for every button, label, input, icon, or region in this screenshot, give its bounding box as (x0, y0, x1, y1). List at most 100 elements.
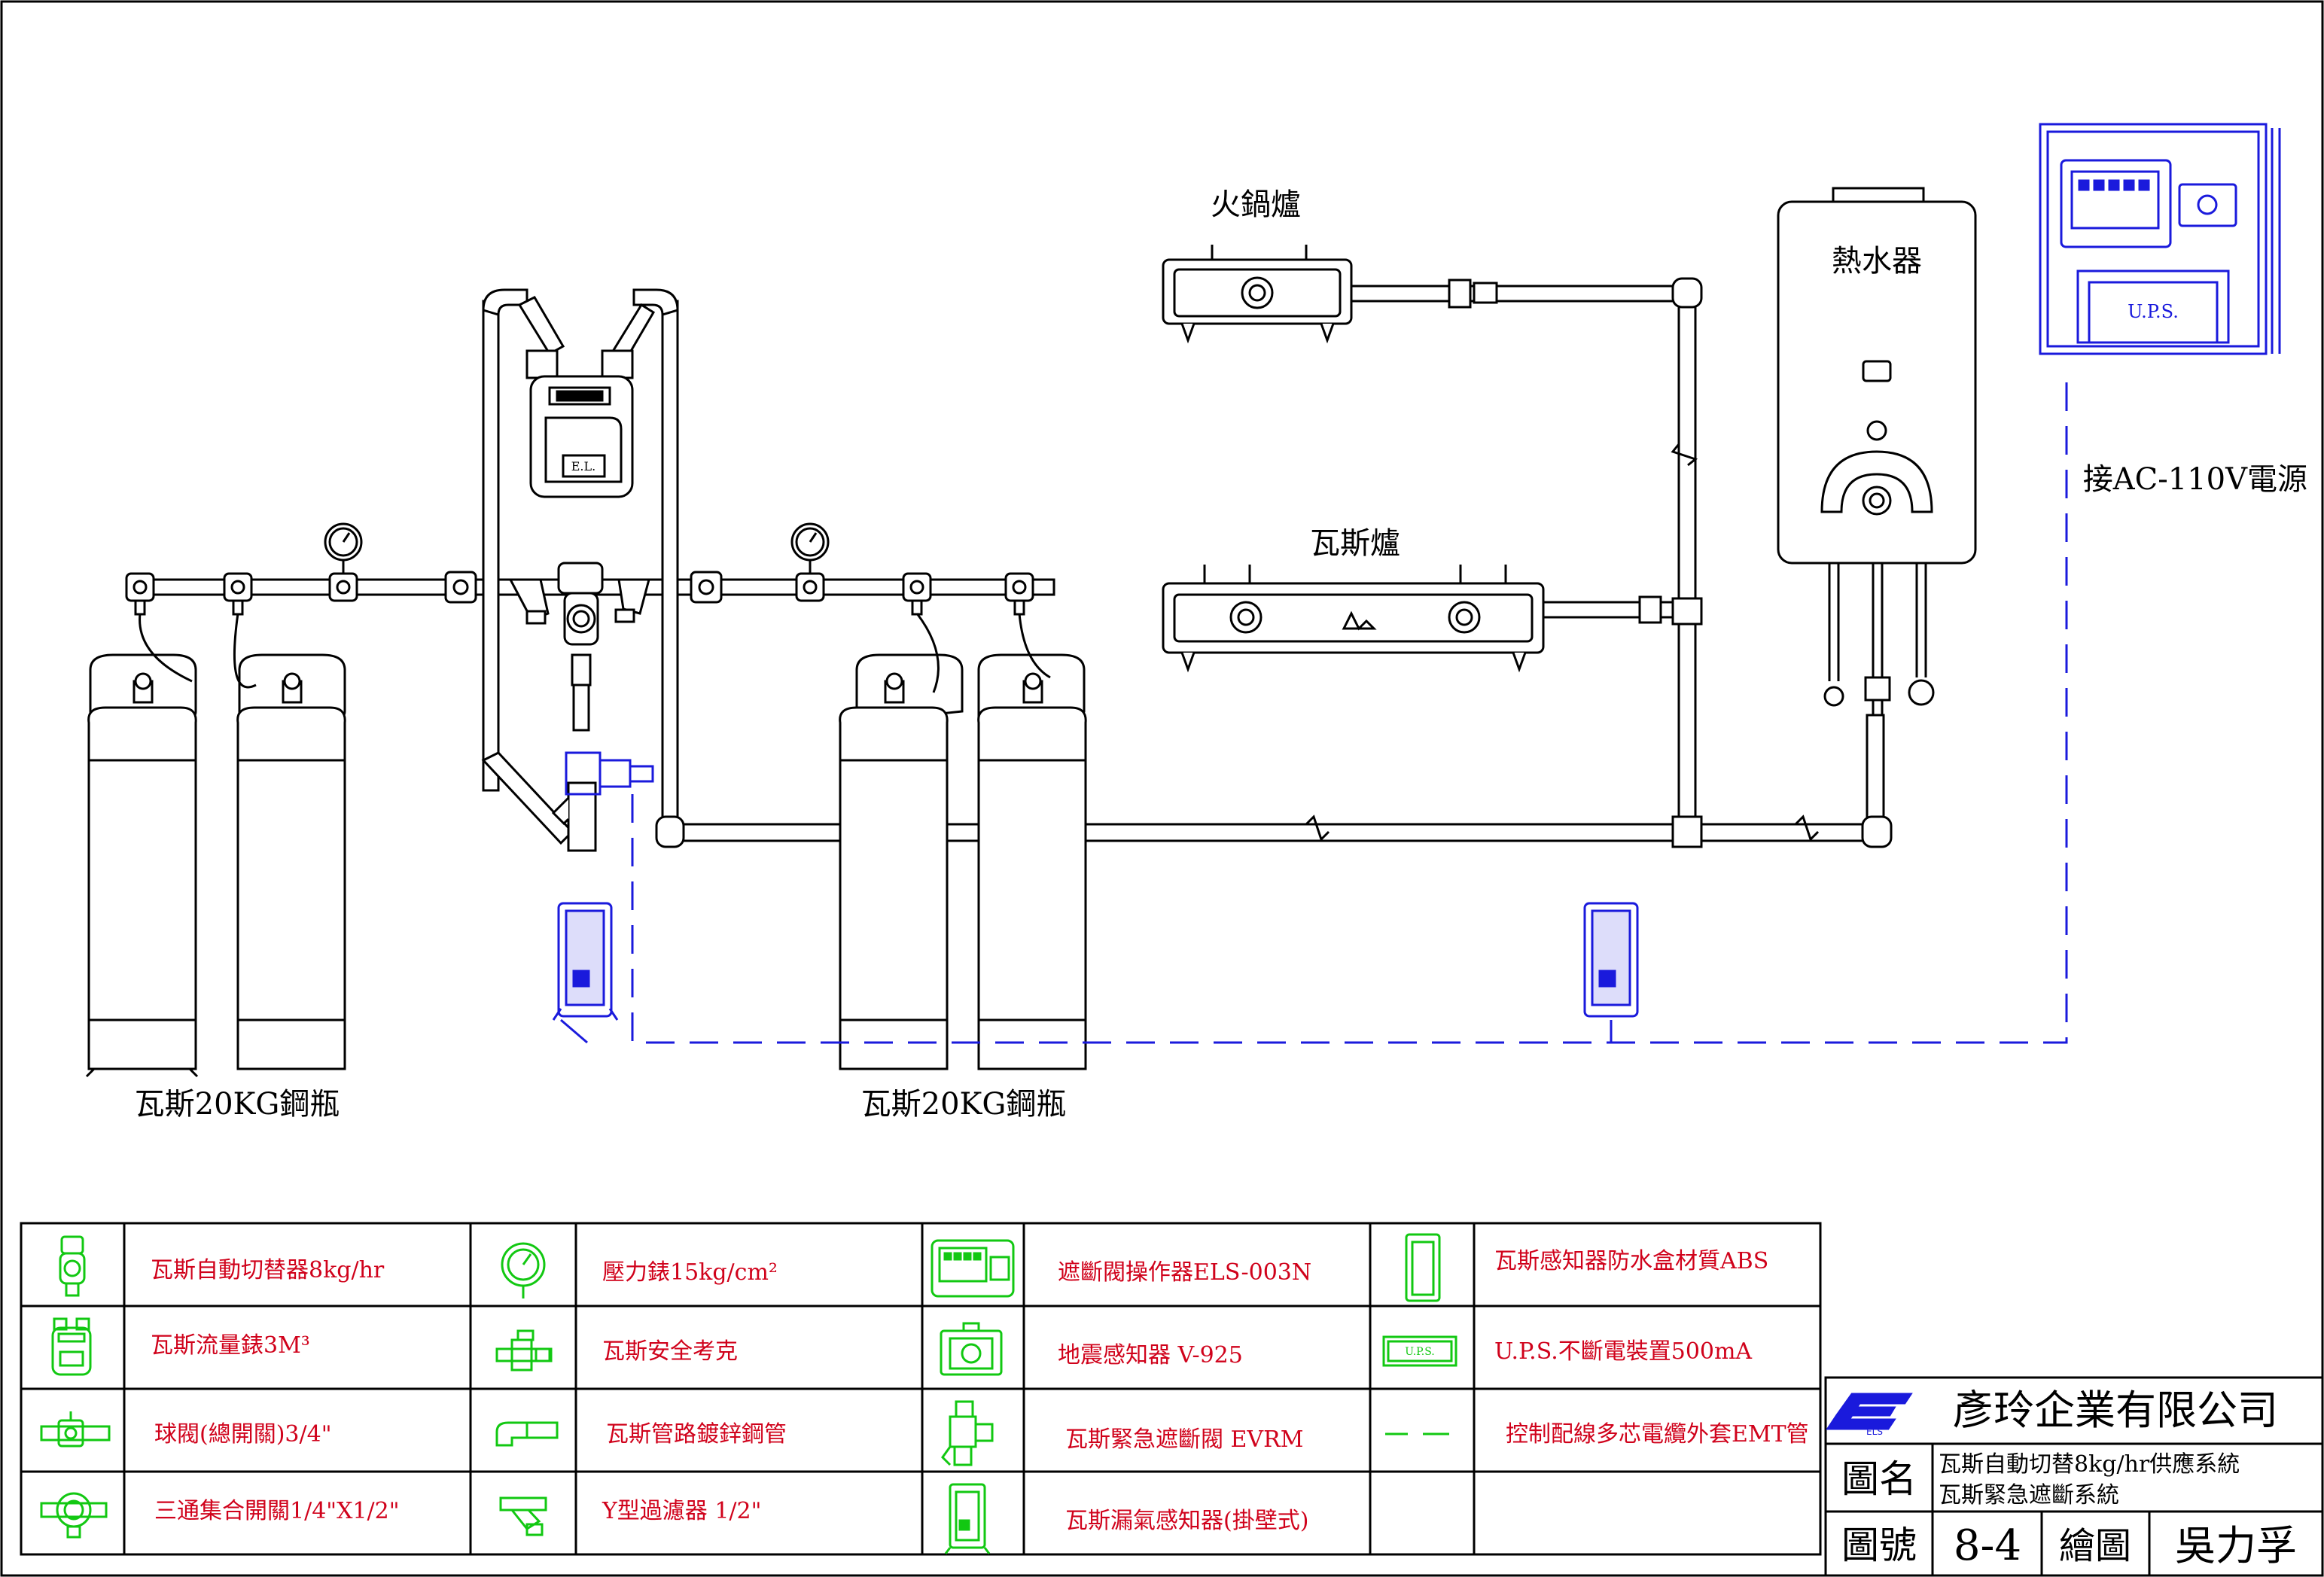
legend-text: 瓦斯管路鍍鋅鋼管 (606, 1421, 787, 1448)
gas-detector-right (1583, 902, 1639, 1018)
fittings (655, 277, 1893, 848)
safety-cock-icon (495, 1329, 553, 1372)
legend-text: 瓦斯安全考克 (602, 1338, 738, 1365)
drawing-name-line1: 瓦斯自動切替8kg/hr供應系統 (1939, 1451, 2240, 1478)
pressure-gauge-icon (501, 1242, 546, 1298)
legend-text: 三通集合開關1/4"X1/2" (154, 1498, 400, 1524)
legend-text: 瓦斯感知器防水盒材質ABS (1494, 1248, 1768, 1274)
ball-valve-icon (444, 571, 477, 604)
break-mark (1671, 443, 1698, 467)
gas-cylinder (839, 653, 964, 1070)
elbow-top-left (482, 288, 528, 317)
ball-valve-icon (1004, 572, 1034, 616)
legend-text: 瓦斯自動切替器8kg/hr (151, 1257, 385, 1283)
ball-valve-icon (40, 1411, 111, 1448)
water-heater (1777, 187, 1977, 715)
diagonal-to-filter (481, 751, 574, 845)
gas-cylinder (85, 653, 199, 1078)
pressure-gauge-icon (324, 522, 363, 574)
legend-texts: 瓦斯自動切替器8kg/hr 瓦斯流量錶3M³ 球閥(總開關)3/4" 三通集合開… (151, 1248, 1809, 1534)
title-block (1824, 1376, 2324, 1577)
ball-valve-icon (125, 572, 155, 616)
ball-valve-icon (795, 572, 825, 602)
hose (139, 613, 193, 683)
ups-label: U.P.S. (2128, 301, 2179, 322)
drawing-name-line2: 瓦斯緊急遮斷系統 (1939, 1482, 2119, 1509)
break-mark (1305, 814, 1330, 842)
hotpot-stove (1162, 245, 1498, 344)
pressure-gauge-icon (790, 522, 830, 574)
control-wiring: U.P.S. (552, 123, 2281, 1044)
evrm-valve-icon (941, 1400, 994, 1466)
gas-detector-icon (944, 1483, 991, 1554)
riser-right (661, 300, 679, 830)
elbow-top-right (632, 288, 679, 317)
legend-text: 球閥(總開關)3/4" (154, 1421, 332, 1448)
hotpot-stove-label: 火鍋爐 (1211, 187, 1301, 222)
riser-left (482, 300, 500, 792)
ups-icon-text: U.P.S. (1405, 1346, 1435, 1358)
gas-meter: E.L. (525, 349, 634, 498)
power-label: 接AC-110V電源 (2083, 462, 2307, 497)
gas-cylinder (977, 653, 1087, 1070)
evrm-valve (565, 751, 654, 796)
stove-branch (1534, 601, 1688, 619)
flow-meter-icon (51, 1317, 92, 1376)
y-strainer-icon (614, 578, 650, 623)
company-logo-icon (1826, 1393, 1913, 1430)
meter-mark: E.L. (571, 459, 595, 473)
valve-controller-icon (931, 1239, 1015, 1298)
legend-icons (40, 1233, 1457, 1554)
drawn-by-label: 繪圖 (2059, 1525, 2131, 1567)
legend-text: U.P.S.不斷電裝置500mA (1494, 1338, 1752, 1365)
hotpot-branch (1346, 285, 1688, 303)
company-name: 彥玲企業有限公司 (1953, 1387, 2278, 1434)
legend-text: Y型過濾器 1/2" (602, 1498, 761, 1524)
emt-cable (560, 1018, 588, 1044)
legend-table (20, 1222, 1822, 1556)
drawing-name-label: 圖名 (1841, 1457, 1917, 1501)
legend-text: 控制配線多芯電纜外套EMT管 (1506, 1421, 1809, 1448)
seismic-sensor-icon (940, 1322, 1003, 1376)
legend-text: 壓力錶15kg/cm² (602, 1259, 778, 1286)
gas-detector-left (552, 902, 619, 1021)
auto-switch-icon (557, 562, 604, 732)
elbow-fitting (1861, 815, 1893, 848)
pipe-to-meter-left (517, 296, 565, 356)
legend-text: 瓦斯流量錶3M³ (151, 1332, 310, 1359)
auto-switch-icon (59, 1235, 86, 1297)
hose (233, 613, 257, 689)
drawing-no-label: 圖號 (1841, 1524, 1917, 1567)
cylinders (85, 613, 1087, 1078)
legend-text: 遮斷閥操作器ELS-003N (1058, 1259, 1311, 1286)
ups-icon (1382, 1335, 1457, 1367)
legend-text: 瓦斯緊急遮斷閥 EVRM (1065, 1426, 1303, 1453)
tee-fitting (1671, 815, 1703, 848)
logo-text: ELS (1866, 1426, 1883, 1437)
hose (915, 613, 940, 693)
stove-riser (1677, 296, 1697, 841)
three-way-valve-icon (40, 1492, 108, 1539)
y-strainer-icon (499, 1496, 547, 1536)
tee-fitting (1671, 597, 1703, 626)
cylinders-right-label: 瓦斯20KG鋼瓶 (861, 1087, 1067, 1122)
gas-stove (1162, 565, 1662, 673)
gas-stove-label: 瓦斯爐 (1310, 526, 1400, 561)
water-heater-label: 熱水器 (1832, 244, 1922, 279)
legend-text: 地震感知器 V-925 (1058, 1342, 1243, 1368)
ball-valve-icon (223, 572, 253, 616)
cylinders-left-label: 瓦斯20KG鋼瓶 (135, 1087, 340, 1122)
emt-cable (631, 369, 2068, 1044)
hose (1018, 613, 1051, 679)
elbow-fitting (655, 815, 685, 848)
ball-valve-icon (690, 571, 723, 604)
manifold-valves (125, 522, 1034, 852)
y-strainer-icon (508, 578, 550, 625)
drawing-no: 8-4 (1954, 1521, 2021, 1570)
elbow-fitting (1671, 277, 1703, 309)
drawn-by: 吳力孚 (2175, 1522, 2297, 1569)
ball-valve-icon (328, 572, 358, 602)
